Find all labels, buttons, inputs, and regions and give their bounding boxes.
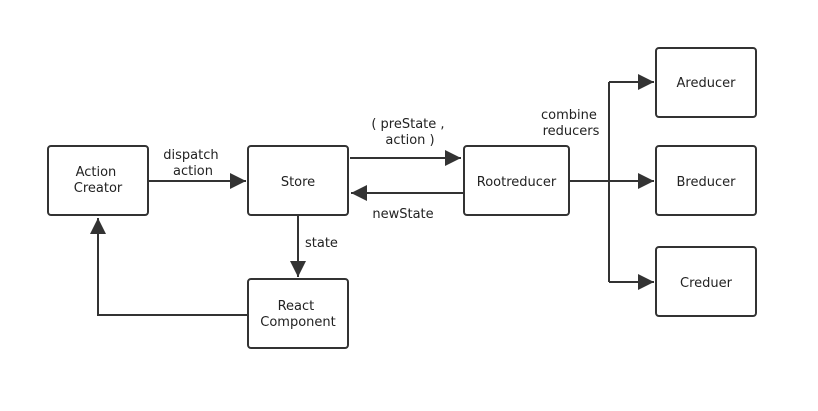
label-newstate: newState xyxy=(372,207,433,222)
svg-text:Action Creator: Action Creator xyxy=(74,165,123,196)
svg-text:Store: Store xyxy=(281,175,315,190)
node-react-component: React Component xyxy=(247,278,349,349)
node-creduer: Creduer xyxy=(655,246,757,317)
svg-text:Creduer: Creduer xyxy=(680,276,733,291)
edges xyxy=(90,74,654,316)
label-combine-reducers: combine reducers xyxy=(541,108,601,139)
node-store: Store xyxy=(247,145,349,216)
svg-text:Breducer: Breducer xyxy=(677,175,737,190)
svg-text:Rootreducer: Rootreducer xyxy=(477,175,557,190)
label-prestate-action: ( preState , action ) xyxy=(371,117,448,148)
svg-text:React Component: React Component xyxy=(260,299,335,330)
node-action-creator: Action Creator xyxy=(47,145,149,216)
label-dispatch: dispatch action xyxy=(163,148,222,179)
label-state: state xyxy=(305,236,338,251)
svg-text:Areducer: Areducer xyxy=(677,76,737,91)
node-rootreducer: Rootreducer xyxy=(463,145,570,216)
combine-reducers-branch xyxy=(570,74,654,290)
edge-react-component-to-action-creator xyxy=(90,218,247,316)
node-breducer: Breducer xyxy=(655,145,757,216)
node-areducer: Areducer xyxy=(655,47,757,118)
